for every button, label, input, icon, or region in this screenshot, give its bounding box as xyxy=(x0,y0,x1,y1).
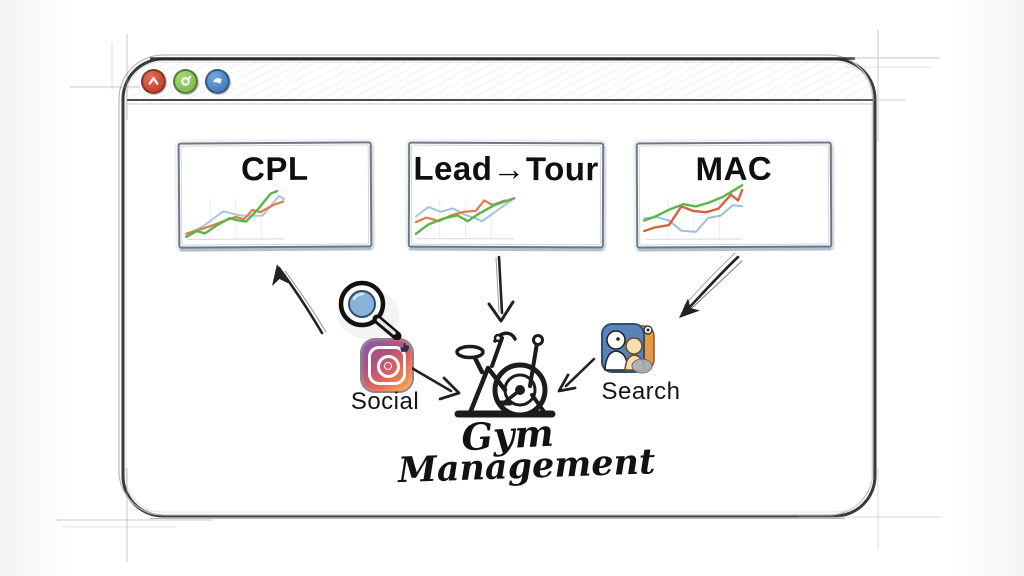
browser-titlebar xyxy=(126,62,873,105)
panel-title: MAC xyxy=(695,149,773,188)
arrow-down-from-leadtour-panel xyxy=(487,255,515,323)
series-line-blue xyxy=(644,205,742,232)
wave-icon xyxy=(213,78,222,84)
search-label: Search xyxy=(601,378,681,405)
window-controls xyxy=(141,69,230,94)
arrow-up-to-cpl-panel xyxy=(272,264,327,335)
flow-arrows xyxy=(272,252,743,401)
series-line-green xyxy=(186,191,277,237)
series-line-blue xyxy=(186,196,284,235)
exercise-bike-sketch xyxy=(454,331,556,418)
blue-window-button[interactable] xyxy=(205,69,230,94)
panel-cpl: CPL xyxy=(177,141,373,249)
social-label: Social xyxy=(350,388,420,415)
refresh-icon xyxy=(181,75,192,86)
panel-title: CPL xyxy=(240,149,309,188)
gym-management-label-line2: Management xyxy=(397,441,656,492)
series-line-blue xyxy=(416,198,514,221)
lead-tour-line-chart xyxy=(414,180,518,242)
arrow-down-from-mac-panel-to-search xyxy=(679,252,743,318)
arrow-search-to-gym xyxy=(557,357,596,393)
panel-title: Lead→Tour xyxy=(413,149,599,188)
series-line-green xyxy=(416,198,514,234)
instagram-icon xyxy=(362,340,412,391)
instagram-frame xyxy=(368,346,406,385)
instagram-lens-icon xyxy=(376,355,400,378)
series-line-green xyxy=(644,185,742,220)
series-line-orange xyxy=(416,200,505,222)
people-search-icon xyxy=(601,323,655,374)
green-window-button[interactable] xyxy=(173,69,198,94)
chevron-up-icon xyxy=(148,76,159,85)
red-window-button[interactable] xyxy=(141,69,166,94)
panel-mac: MAC xyxy=(635,141,833,249)
construction-lines xyxy=(55,30,942,562)
notification-thumb-icon xyxy=(400,342,410,352)
mac-line-chart xyxy=(642,180,746,243)
magnifying-glass-icon xyxy=(337,280,402,341)
cpl-line-chart xyxy=(184,180,288,243)
series-line-orange xyxy=(186,202,283,234)
arrow-social-to-gym xyxy=(408,365,461,401)
series-line-orange xyxy=(644,190,742,231)
panel-lead-tour: Lead→Tour xyxy=(407,141,605,249)
